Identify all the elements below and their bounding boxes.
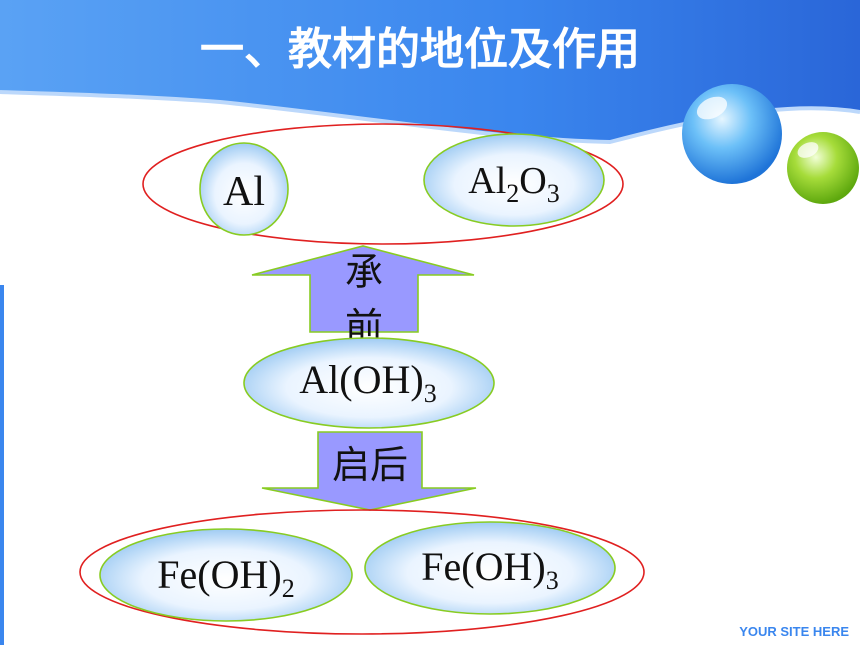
up-arrow — [251, 245, 475, 333]
node-al2o3 — [423, 133, 605, 227]
up-arrow-label-1: 承 — [345, 250, 383, 294]
left-edge-bar — [0, 285, 4, 645]
node-al-label: Al — [223, 169, 265, 215]
node-feoh3-label: Fe(OH)3 — [421, 544, 558, 595]
node-aloh3-label: Al(OH)3 — [299, 357, 436, 408]
slide-title: 一、教材的地位及作用 — [200, 24, 640, 75]
blue-sphere-shine — [696, 96, 728, 120]
down-arrow-label: 启后 — [332, 443, 408, 487]
node-feoh2-label: Fe(OH)2 — [157, 552, 294, 603]
node-aloh3 — [243, 337, 495, 429]
node-al2o3-label: Al2O3 — [468, 160, 559, 208]
site-footer: YOUR SITE HERE — [739, 624, 849, 639]
node-feoh3 — [364, 521, 616, 615]
node-al — [199, 142, 289, 236]
green-sphere-shine — [797, 142, 819, 158]
header-band — [0, 0, 860, 142]
down-arrow — [261, 431, 477, 511]
node-feoh2 — [99, 528, 353, 622]
blue-sphere-icon — [682, 84, 782, 184]
top-group-outline — [142, 123, 624, 245]
green-sphere-icon — [787, 132, 859, 204]
bottom-group-outline — [79, 509, 645, 635]
